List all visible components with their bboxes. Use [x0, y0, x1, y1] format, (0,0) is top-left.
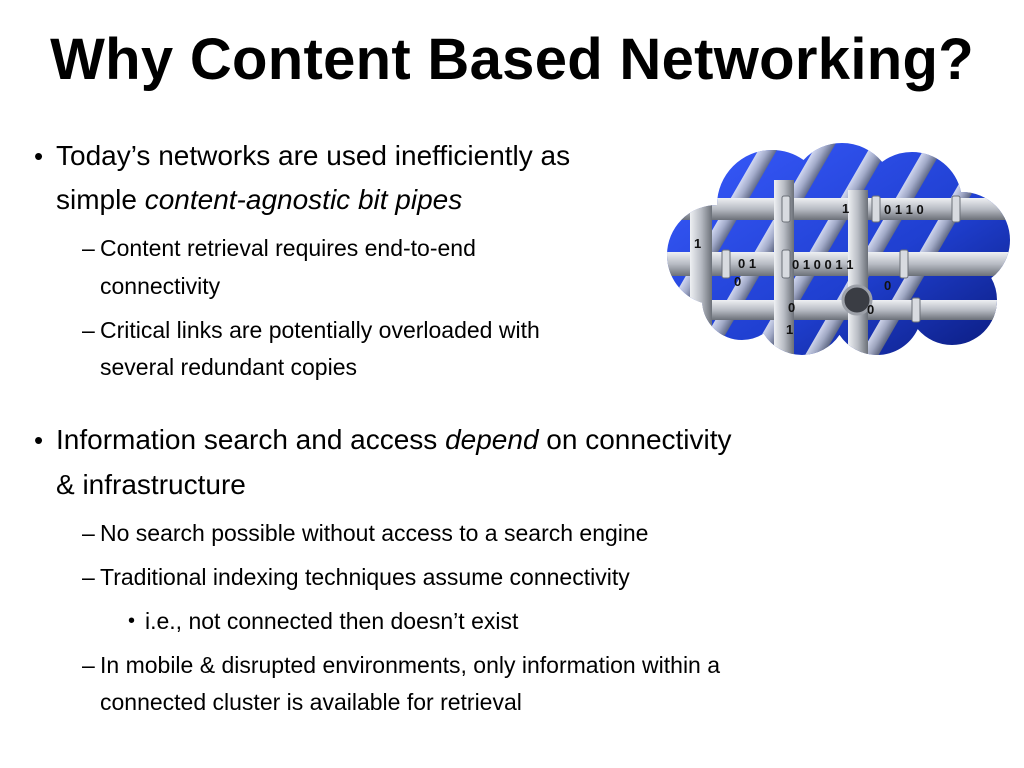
binary-label: 0	[867, 302, 874, 317]
sub-bullet-item-continuation: connected cluster is available for retri…	[82, 684, 522, 721]
binary-label: 1	[694, 236, 701, 251]
sub-sub-bullet-item: • i.e., not connected then doesn’t exist	[128, 603, 518, 640]
sub-bullet-text: In mobile & disrupted environments, only…	[100, 652, 721, 678]
sub-bullet-text: several redundant copies	[100, 354, 357, 380]
binary-label: 0 1 1 0	[884, 202, 924, 217]
bullet-text: Today’s networks are used inefficiently …	[56, 140, 571, 171]
sub-bullet-dash: –	[82, 235, 95, 261]
sub-bullet-text: connectivity	[100, 273, 221, 299]
sub-bullet-text: No search possible without access to a s…	[100, 520, 649, 546]
bullet-item: • Today’s networks are used inefficientl…	[34, 134, 570, 178]
bullet-item-continuation: simple content-agnostic bit pipes	[34, 178, 462, 222]
sub-bullet-dash: –	[82, 652, 95, 678]
bullet-text: & infrastructure	[56, 469, 246, 500]
sub-bullet-text: Critical links are potentially overloade…	[100, 317, 540, 343]
sub-bullet-text: connected cluster is available for retri…	[100, 689, 522, 715]
binary-label: 0 1	[738, 256, 756, 271]
sub-bullet-item-continuation: several redundant copies	[82, 349, 357, 386]
network-pipes-cloud-illustration: 1 0 1 1 0 1 0 1 0 1 0 0 1 1 0 0 0 1 0	[667, 143, 1010, 355]
sub-bullet-dash: –	[82, 317, 95, 343]
bullet-dot: •	[34, 141, 44, 171]
bullet-item: • Information search and access depend o…	[34, 418, 732, 462]
binary-label: 1	[786, 322, 793, 337]
sub-sub-bullet-text: i.e., not connected then doesn’t exist	[145, 608, 519, 634]
sub-bullet-item-continuation: connectivity	[82, 268, 220, 305]
sub-bullet-text: Traditional indexing techniques assume c…	[100, 564, 630, 590]
binary-label: 0	[788, 300, 795, 315]
sub-bullet-item: – Critical links are potentially overloa…	[82, 312, 540, 349]
sub-bullet-item: – No search possible without access to a…	[82, 515, 648, 552]
bullet-item-continuation: & infrastructure	[34, 463, 246, 507]
sub-bullet-dash: –	[82, 564, 95, 590]
bullet-dot: •	[34, 425, 44, 455]
sub-sub-bullet-dot: •	[128, 610, 136, 632]
sub-bullet-item: – In mobile & disrupted environments, on…	[82, 647, 720, 684]
binary-label: 0	[884, 278, 891, 293]
bullet-emphasis: depend	[445, 424, 539, 455]
bullet-text: Information search and access	[56, 424, 446, 455]
binary-label: 0 1 0 0 1 1	[792, 257, 853, 272]
slide-title: Why Content Based Networking?	[50, 27, 974, 92]
bullet-text: on connectivity	[538, 424, 732, 455]
sub-bullet-item: – Content retrieval requires end-to-end	[82, 230, 476, 267]
sub-bullet-dash: –	[82, 520, 95, 546]
binary-label: 1	[842, 201, 849, 216]
sub-bullet-item: – Traditional indexing techniques assume…	[82, 559, 630, 596]
sub-bullet-text: Content retrieval requires end-to-end	[100, 235, 476, 261]
bullet-text: simple	[56, 184, 145, 215]
binary-label: 0	[734, 274, 741, 289]
bullet-emphasis: content-agnostic bit pipes	[144, 184, 463, 215]
